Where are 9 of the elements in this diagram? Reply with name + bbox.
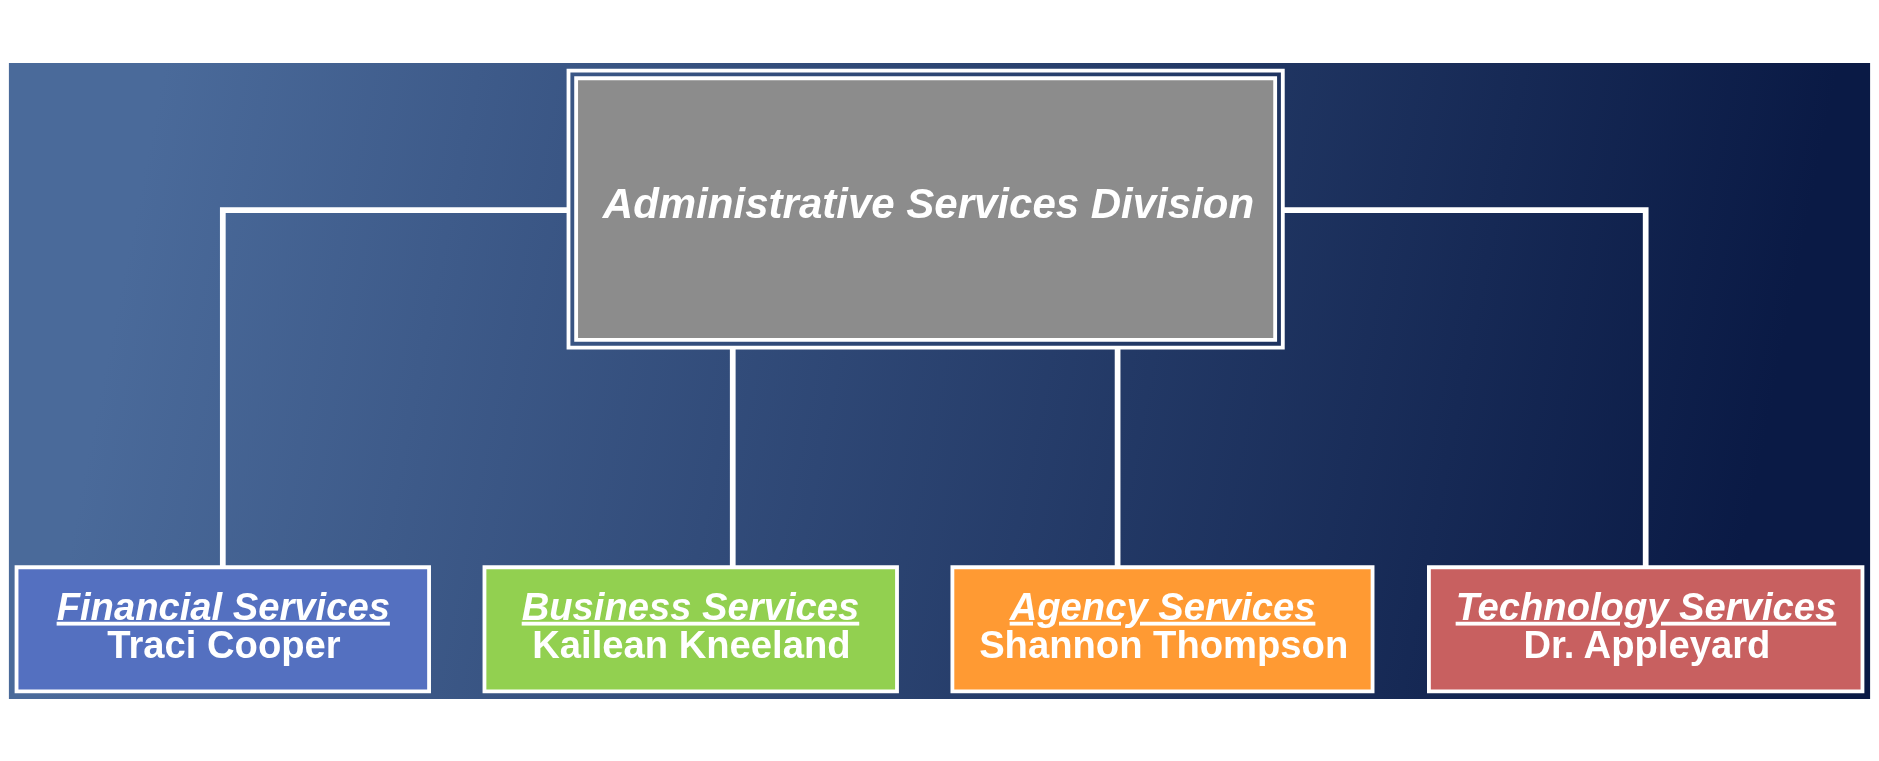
connector: [729, 347, 736, 567]
connector: [219, 206, 569, 567]
node-box: Business Services Kailean Kneeland: [482, 564, 899, 693]
node-box: Financial Services Traci Cooper: [14, 564, 431, 693]
connector: [1114, 347, 1121, 567]
node-box: Technology Services Dr. Appleyard: [1427, 564, 1865, 693]
connector: [1283, 206, 1649, 567]
node-box: Administrative Services Division: [566, 68, 1285, 349]
node-box: Agency Services Shannon Thompson: [950, 564, 1375, 693]
